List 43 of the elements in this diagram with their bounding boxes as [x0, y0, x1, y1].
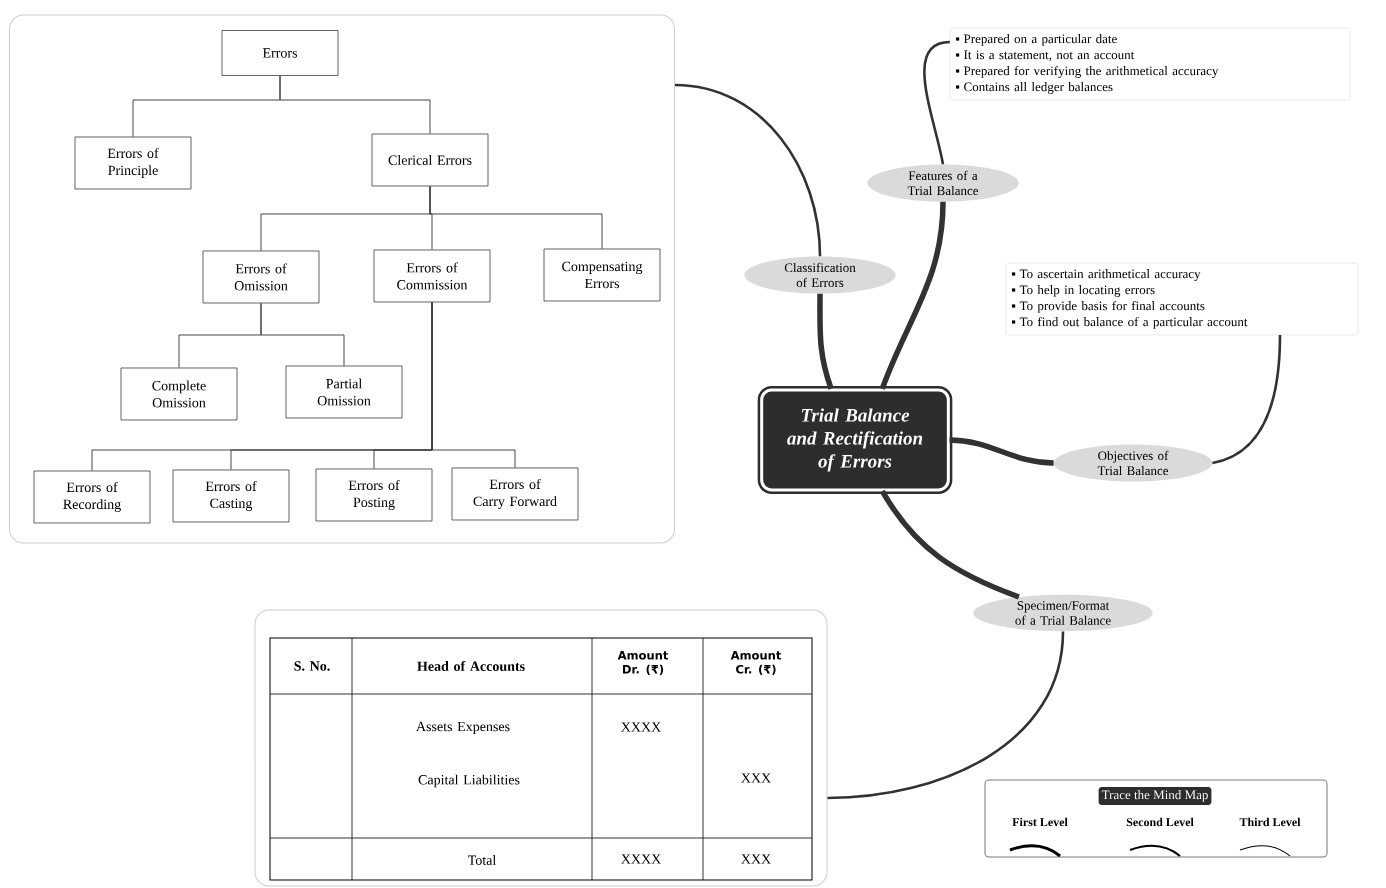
- category-box: Errors of Omission: [202, 250, 320, 304]
- legend-label: Second Level: [1126, 817, 1194, 827]
- legend-label: First Level: [1012, 817, 1068, 827]
- category-box: Compensating Errors: [543, 248, 661, 302]
- category-box: Errors of Casting: [172, 469, 290, 523]
- table-cell: XXX: [741, 854, 771, 864]
- table-cell: Capital Liabilities: [418, 774, 520, 788]
- category-box: Clerical Errors: [371, 133, 489, 187]
- branch-curve: [879, 201, 946, 390]
- category-box: Errors of Recording: [33, 470, 151, 524]
- table-cell: XXXX: [621, 722, 661, 732]
- branch-curve: [879, 489, 1020, 600]
- table-header: Head of Accounts: [417, 660, 525, 671]
- connector-line: [260, 302, 345, 367]
- category-box: Errors: [221, 30, 339, 76]
- category-box: Partial Omission: [285, 365, 403, 419]
- branch-curve: [923, 40, 950, 165]
- branch-curve: [949, 437, 1054, 466]
- branch-curve: [1212, 335, 1282, 465]
- category-box: Errors of Carry Forward: [451, 467, 579, 521]
- bullet-list-box: Prepared on a particular date It is a statement, not an account Prepared for verifying the arithmetical accuracy Contains all ledger balances: [949, 27, 1351, 101]
- branch-curve: [674, 83, 822, 257]
- connector-line: [429, 185, 603, 250]
- table-cell: Assets Expenses: [416, 721, 510, 735]
- branch-curve: [827, 631, 1065, 800]
- table-header: Amount Dr. (₹): [617, 651, 669, 675]
- legend-label: Third Level: [1239, 817, 1301, 827]
- table-cell: XXX: [741, 773, 771, 783]
- connector-line: [279, 75, 431, 135]
- table-header: S. No.: [294, 661, 330, 671]
- panel-card: [254, 609, 828, 887]
- category-box: Errors of Posting: [315, 468, 433, 522]
- bullet-list-box: To ascertain arithmetical accuracy To help in locating errors To provide basis for final accounts To find out balance of a particular account: [1005, 262, 1359, 336]
- category-box: Complete Omission: [120, 367, 238, 421]
- topic-box: Trial Balance and Rectification of Errors: [757, 386, 953, 494]
- table-cell: XXXX: [621, 854, 661, 864]
- table-cell: Total: [468, 855, 497, 865]
- table-header: Amount Cr. (₹): [730, 651, 782, 675]
- category-box: Errors of Commission: [373, 249, 491, 303]
- branch-curve: [817, 293, 834, 390]
- legend-title: Trace the Mind Map: [1098, 787, 1212, 805]
- connector-line: [431, 301, 516, 469]
- category-box: Errors of Principle: [74, 136, 192, 190]
